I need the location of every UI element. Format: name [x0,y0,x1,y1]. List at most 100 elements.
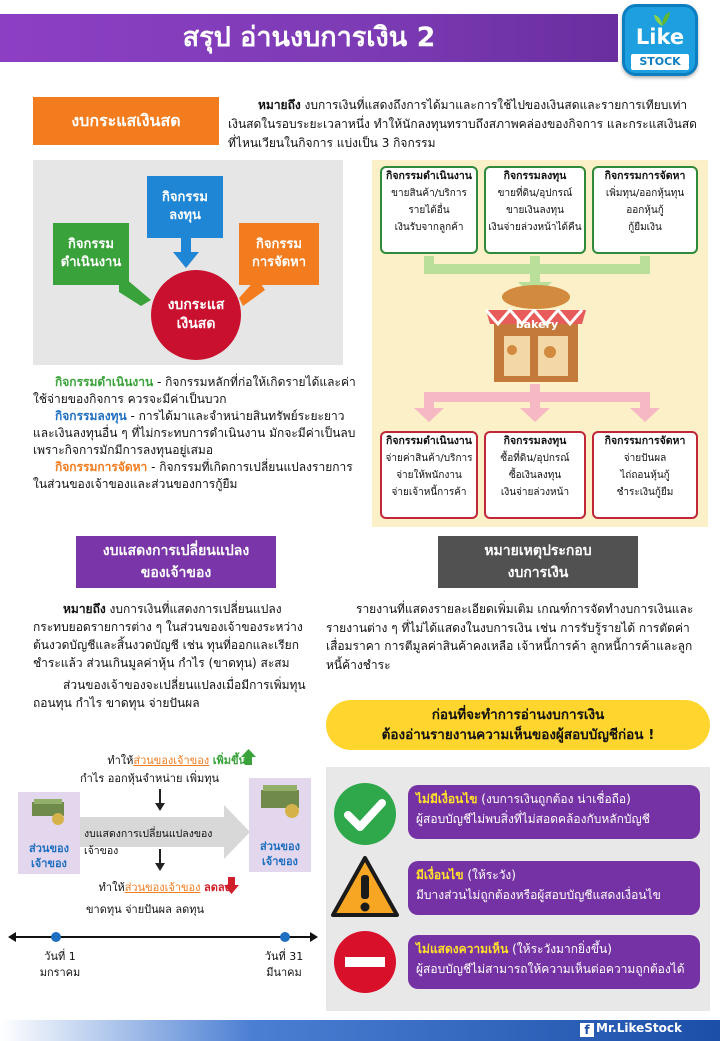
opinion-desc: มีบางส่วนไม่ถูกต้องหรือผู้สอบบัญชีแสดงเง… [416,888,661,902]
opinion-heading: ไม่มีเงื่อนไข (งบการเงินถูกต้อง น่าเชื่อ… [416,789,692,809]
card-item: เงินรับจากลูกค้า [394,222,464,233]
audit-banner: ก่อนที่จะทำการอ่านงบการเงิน ต้องอ่านรายง… [326,700,710,750]
card-item: กู้ยืมเงิน [628,222,662,233]
card-item: เงินจ่ายล่วงหน้าได้คืน [488,222,582,233]
card-item: ขายสินค้า/บริการ [391,188,467,199]
outflow-card-investing: กิจกรรมลงทุน ซื้อที่ดิน/อุปกรณ์ ซื้อเงิน… [484,431,586,519]
card-item: ชำระเงินกู้ยืม [616,487,674,498]
cash-flow-diagram: กิจกรรมลงทุน กิจกรรมดำเนินงาน กิจกรรมการ… [33,160,343,365]
money-stack-icon [32,799,64,825]
bakery-icon [484,285,586,382]
opinion-disclaimer: ไม่แสดงความเห็น (ให้ระวังมากยิ่งขึ้น) ผู… [408,935,700,989]
facebook-page-link[interactable]: Mr.LikeStock [596,1021,682,1035]
opinion-note: (ให้ระวัง) [463,868,516,882]
card-item: ซื้อเงินลงทุน [508,470,562,481]
decrease-label: ทำให้ส่วนของเจ้าของ ลดลง [60,878,230,896]
notes-label-line1: หมายเหตุประกอบ [484,543,592,559]
card-item: เงินจ่ายล่วงหน้า [500,487,570,498]
inflow-card-financing: กิจกรรมการจัดหา เพิ่มทุน/ออกหุ้นทุน ออกห… [592,166,698,254]
financing-box: กิจกรรมการจัดหา [239,223,319,285]
bakery-flow-arrows [414,256,660,422]
card-title: กิจกรรมลงทุน [503,170,567,182]
card-title: กิจกรรมดำเนินงาน [386,170,472,182]
decrease-word: ลดลง [204,881,230,894]
definition-term: กิจกรรมดำเนินงาน [55,375,154,389]
equity-arrow-label: งบแสดงการเปลี่ยนแปลงของเจ้าของ [84,828,213,857]
decrease-prefix: ทำให้ [98,881,125,894]
opinion-unqualified: ไม่มีเงื่อนไข (งบการเงินถูกต้อง น่าเชื่อ… [408,785,700,839]
card-item: ขายที่ดิน/อุปกรณ์ [497,188,573,199]
card-title: กิจกรรมลงทุน [503,435,567,447]
equity-desc-text: งบการเงินที่แสดงการเปลี่ยนแปลงกระทบยอดรา… [33,602,303,670]
opinion-title: มีเงื่อนไข [416,868,464,882]
card-item: จ่ายเจ้าหนี้การค้า [391,487,467,498]
timeline-end-month: มีนาคม [266,966,302,979]
inflow-card-operating: กิจกรรมดำเนินงาน ขายสินค้า/บริการ รายได้… [380,166,478,254]
warning-icon [331,856,399,917]
opinion-desc: ผู้สอบบัญชีไม่สามารถให้ความเห็นต่อความถู… [416,962,685,976]
definition-text: - การได้มาและจำหน่ายสินทรัพย์ระยะยาวและเ… [33,409,356,457]
card-item: ขายเงินลงทุน [506,205,564,216]
logo-text-stock: STOCK [631,54,689,70]
opinion-note: (งบการเงินถูกต้อง น่าเชื่อถือ) [477,792,631,806]
opinion-desc: ผู้สอบบัญชีไม่พบสิ่งที่ไม่สอดคล้องกับหลั… [416,812,650,826]
page-title: สรุป อ่านงบการเงิน 2 [182,22,436,53]
audit-opinion-panel: ไม่มีเงื่อนไข (งบการเงินถูกต้อง น่าเชื่อ… [326,767,710,1011]
equity-statement-label: งบแสดงการเปลี่ยนแปลง ของเจ้าของ [76,536,276,588]
opinion-qualified: มีเงื่อนไข (ให้ระวัง) มีบางส่วนไม่ถูกต้อ… [408,861,700,915]
equity-label-line2: ของเจ้าของ [140,565,212,581]
card-title: กิจกรรมการจัดหา [604,435,686,447]
definition-term: กิจกรรมลงทุน [55,409,127,423]
card-item: ออกหุ้นกู้ [626,205,664,216]
card-item: รายได้อื่น [408,205,450,216]
definition-financing: กิจกรรมการจัดหา - กิจกรรมที่เกิดการเปลี่… [33,459,358,493]
likestock-logo: Like STOCK [622,4,698,76]
notes-label: หมายเหตุประกอบ งบการเงิน [438,536,638,588]
card-title: กิจกรรมดำเนินงาน [386,435,472,447]
cash-flow-center-label: งบกระแสเงินสด [167,297,225,332]
title-bar [0,14,618,62]
increase-prefix: ทำให้ [107,754,134,767]
equity-diagram-graphics [8,749,318,942]
operating-box: กิจกรรมดำเนินงาน [53,223,129,285]
money-stack-icon [261,785,299,818]
opinion-title: ไม่มีเงื่อนไข [416,792,478,806]
definition-investing: กิจกรรมลงทุน - การได้มาและจำหน่ายสินทรัพ… [33,408,358,459]
investing-box-label: กิจกรรมลงทุน [162,190,208,223]
card-title: กิจกรรมการจัดหา [604,170,686,182]
definition-term: กิจกรรมการจัดหา [55,460,148,474]
cash-flow-definitions: กิจกรรมดำเนินงาน - กิจกรรมหลักที่ก่อให้เ… [33,374,358,493]
card-item: เพิ่มทุน/ออกหุ้นทุน [605,188,685,199]
timeline-start-month: มกราคม [39,966,81,979]
card-item: ซื้อที่ดิน/อุปกรณ์ [500,453,570,464]
card-item: จ่ายปันผล [623,453,667,464]
equity-desc-para2: ส่วนของเจ้าของจะเปลี่ยนแปลงเมื่อมีการเพิ… [33,678,306,710]
leaf-icon [654,12,670,26]
decrease-causes: ขาดทุน จ่ายปันผล ลดทุน [86,903,205,916]
decrease-link: ส่วนของเจ้าของ [124,881,201,894]
opinion-heading: มีเงื่อนไข (ให้ระวัง) [416,865,692,885]
definition-operating: กิจกรรมดำเนินงาน - กิจกรรมหลักที่ก่อให้เ… [33,374,358,408]
increase-word: เพิ่มขึ้น [212,754,246,767]
card-item: จ่ายค่าสินค้า/บริการ [385,453,473,464]
cash-flow-desc-text: งบการเงินที่แสดงถึงการได้มาและการใช้ไปขอ… [228,98,697,150]
card-item: จ่ายให้พนักงาน [396,470,462,481]
audit-banner-line1: ก่อนที่จะทำการอ่านงบการเงิน [431,707,605,723]
opinion-note: (ให้ระวังมากยิ่งขึ้น) [508,942,612,956]
bakery-cash-flow-panel: กิจกรรมดำเนินงาน ขายสินค้า/บริการ รายได้… [372,160,708,527]
equity-label-line1: งบแสดงการเปลี่ยนแปลง [102,543,250,559]
notes-description: รายงานที่แสดงรายละเอียดเพิ่มเติม เกณฑ์กา… [326,602,694,672]
opinion-title: ไม่แสดงความเห็น [416,942,509,956]
timeline-start-day: วันที่ 1 [44,950,76,963]
equity-desc-para1: หมายถึง งบการเงินที่แสดงการเปลี่ยนแปลงกร… [33,600,308,672]
increase-causes: กำไร ออกหุ้นจำหน่าย เพิ่มทุน [80,772,219,785]
equity-right-box: ส่วนของเจ้าของ [260,840,300,868]
cash-flow-desc-bold: หมายถึง [258,98,301,112]
equity-change-diagram: ทำให้ส่วนของเจ้าของ เพิ่มขึ้น กำไร ออกหุ… [0,745,326,990]
cash-flow-description: หมายถึง งบการเงินที่แสดงถึงการได้มาและกา… [228,96,698,153]
cash-flow-center: งบกระแสเงินสด [151,270,241,360]
timeline-start: วันที่ 1 มกราคม [32,949,88,981]
timeline-end-day: วันที่ 31 [264,950,304,963]
operating-box-label: กิจกรรมดำเนินงาน [60,237,122,270]
facebook-icon[interactable]: f [580,1023,594,1037]
